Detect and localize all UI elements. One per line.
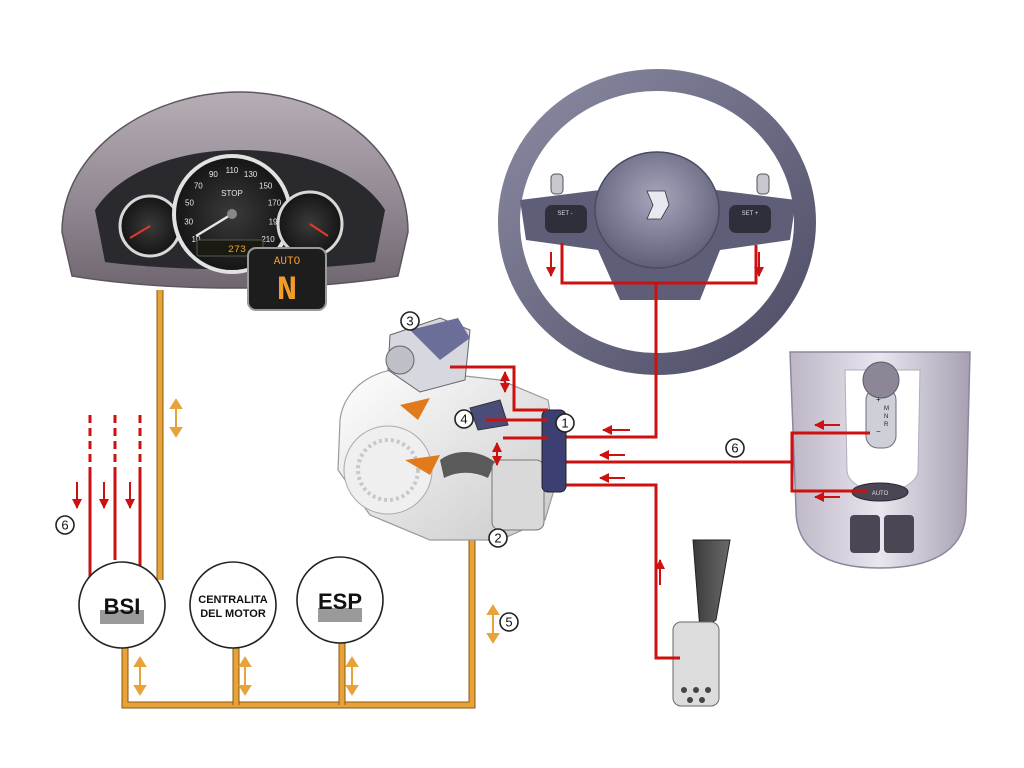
bsi-input-line-2 — [99, 415, 117, 560]
selector-signals — [560, 420, 870, 502]
shift-pattern: + M N R − — [876, 395, 889, 436]
speed-tick-label: 210 — [261, 235, 275, 244]
speed-tick-label: 90 — [209, 170, 218, 179]
pedal-signals — [560, 473, 680, 660]
right-shift-paddle — [756, 173, 770, 195]
svg-text:DEL MOTOR: DEL MOTOR — [200, 608, 266, 620]
speed-needle — [195, 212, 233, 238]
svg-text:6: 6 — [61, 518, 68, 533]
svg-text:R: R — [884, 422, 889, 428]
callout-6-right: 6 — [725, 438, 745, 458]
bus-arrow-engine — [238, 656, 252, 696]
left-paddle-label: SET - — [557, 211, 572, 217]
speed-tick-label: 170 — [268, 199, 282, 208]
svg-text:M: M — [884, 406, 889, 412]
auto-button-label: AUTO — [872, 491, 889, 497]
bus-arrow-gearbox — [486, 604, 500, 644]
window-switch-right — [884, 515, 914, 553]
odometer-value: 273 — [228, 245, 246, 256]
bsi-input-line-3 — [125, 415, 142, 570]
speed-tick-label: 70 — [194, 182, 203, 191]
clutch-actuator — [440, 451, 495, 478]
left-shift-paddle — [550, 173, 564, 195]
svg-text:+: + — [876, 395, 881, 404]
pedal-arm — [692, 539, 731, 631]
svg-text:ESP: ESP — [318, 589, 362, 614]
gearbox-internal-signals — [450, 365, 548, 466]
speed-tick-label: 50 — [185, 199, 194, 208]
svg-text:3: 3 — [406, 314, 413, 329]
gearbox-assembly — [337, 317, 567, 541]
gear-display-zoom — [247, 247, 327, 311]
gear-display-gear: N — [277, 272, 297, 310]
svg-text:1: 1 — [561, 416, 568, 431]
svg-text:6: 6 — [731, 441, 738, 456]
svg-text:N: N — [884, 414, 888, 420]
pedal-pad — [672, 621, 720, 707]
svg-text:5: 5 — [505, 615, 512, 630]
right-paddle-label: SET + — [742, 211, 759, 217]
gear-display-mode: AUTO — [274, 256, 301, 268]
callout-4: 4 — [454, 409, 474, 429]
left-control-pad — [545, 205, 587, 233]
speed-tick-label: 110 — [226, 166, 239, 175]
callout-2: 2 — [488, 528, 508, 548]
right-control-pad — [729, 205, 771, 233]
brand-logo — [646, 190, 670, 220]
svg-text:CENTRALITA: CENTRALITA — [198, 594, 268, 606]
gear-selector-console: + M N R − AUTO — [789, 351, 971, 569]
window-switch-left — [850, 515, 880, 553]
svg-text:BSI: BSI — [104, 594, 141, 619]
callout-5: 5 — [499, 612, 519, 632]
speed-tick-label: 130 — [244, 170, 258, 179]
callout-3: 3 — [400, 311, 420, 331]
bus-bidirectional-arrows — [133, 398, 500, 696]
svg-text:4: 4 — [460, 412, 467, 427]
ecu-bsi: BSI — [78, 561, 166, 649]
ecu-engine: CENTRALITA DEL MOTOR — [189, 561, 277, 649]
stop-label: STOP — [221, 189, 243, 198]
speed-tick-label: 150 — [259, 182, 273, 191]
speed-tick-label: 30 — [184, 218, 193, 227]
bus-arrow-esp — [345, 656, 359, 696]
ecu-esp: ESP — [296, 556, 384, 644]
bus-arrow-cluster — [169, 398, 183, 438]
svg-text:2: 2 — [494, 531, 501, 546]
svg-text:−: − — [876, 427, 881, 436]
callout-6-left: 6 — [55, 515, 75, 535]
bsi-input-signals — [72, 415, 142, 580]
actuator-2 — [491, 459, 545, 531]
steering-signals — [546, 243, 764, 439]
callout-1: 1 — [555, 413, 575, 433]
speed-tick-label: 190 — [269, 218, 283, 227]
brake-pedal — [672, 539, 731, 707]
gear-actuator-4 — [469, 399, 509, 431]
speed-tick-label: 10 — [192, 235, 201, 244]
bus-arrow-bsi — [133, 656, 147, 696]
bsi-input-line-1 — [72, 415, 92, 580]
